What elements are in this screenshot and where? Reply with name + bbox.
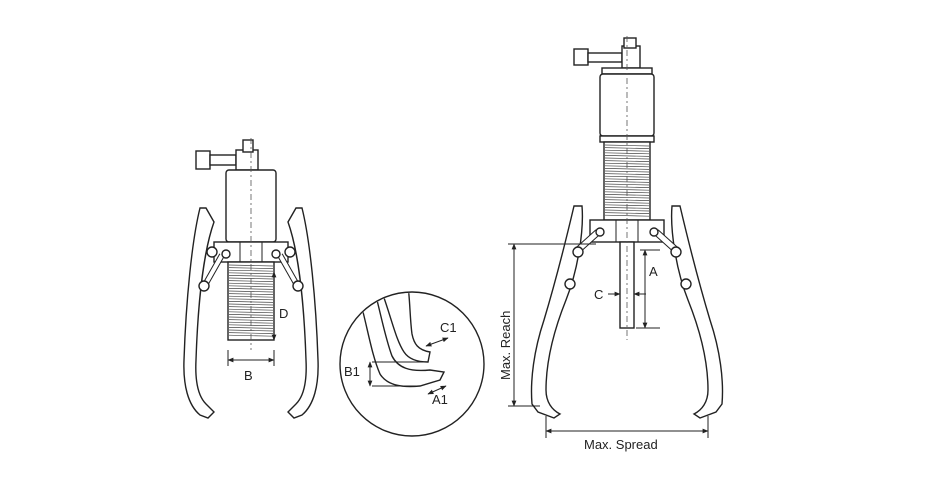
thread-line [604, 209, 650, 212]
valve-stem [209, 154, 237, 166]
right-puller: A C Max. Reach Max. Spread [498, 36, 724, 452]
dimension-c1 [425, 337, 449, 347]
thread-line [228, 298, 274, 301]
right-jaw [670, 205, 724, 419]
thread-line [604, 160, 650, 162]
pin-icon [284, 246, 296, 258]
thread-line [228, 332, 274, 334]
left-jaw [530, 205, 584, 419]
label-b1: B1 [344, 364, 360, 379]
pin-icon [670, 246, 682, 258]
thread-line [604, 168, 650, 170]
pin-icon [292, 280, 304, 292]
thread-line [228, 314, 274, 316]
thread-line [228, 269, 274, 272]
thread-line [604, 201, 650, 204]
thread-line [228, 285, 274, 288]
spindle-threads [228, 264, 274, 337]
right-jaw [287, 207, 319, 419]
pin-icon [680, 278, 692, 290]
valve-knob-icon [195, 150, 211, 170]
valve-block [235, 149, 259, 171]
thread-line [228, 290, 274, 293]
thread-line [228, 303, 274, 306]
label-c1: C1 [440, 320, 457, 335]
label-b: B [244, 368, 253, 383]
thread-line [604, 155, 650, 157]
valve-top [623, 37, 637, 49]
thread-line [228, 327, 274, 329]
left-jaw [183, 207, 215, 419]
label-max-spread: Max. Spread [584, 437, 658, 452]
pin-icon [572, 246, 584, 258]
detail-circle [339, 291, 485, 437]
dimension-a1 [427, 385, 447, 395]
thread-line [604, 183, 650, 186]
thread-line [228, 311, 274, 314]
thread-line [604, 173, 650, 175]
left-puller: D B [183, 138, 319, 419]
thread-line [604, 186, 650, 188]
label-d: D [279, 306, 288, 321]
label-max-reach: Max. Reach [498, 311, 513, 380]
valve-stem [587, 52, 623, 63]
label-a: A [649, 264, 658, 279]
valve-top [242, 139, 254, 153]
jaw-hook [381, 293, 431, 363]
label-a1: A1 [432, 392, 448, 407]
valve-block [621, 45, 641, 69]
thread-line [604, 196, 650, 199]
jaw-arm [359, 295, 446, 388]
thread-line [604, 188, 650, 191]
valve-knob-icon [573, 48, 589, 66]
label-c: C [594, 287, 603, 302]
pin-icon [564, 278, 576, 290]
pin-icon [206, 246, 218, 258]
thread-line [604, 144, 650, 147]
thread-line [228, 275, 274, 277]
jaw-tip-detail: C1 B1 A1 [339, 291, 485, 437]
pin-icon [198, 280, 210, 292]
thread-line [604, 214, 650, 217]
thread-line [228, 316, 274, 319]
